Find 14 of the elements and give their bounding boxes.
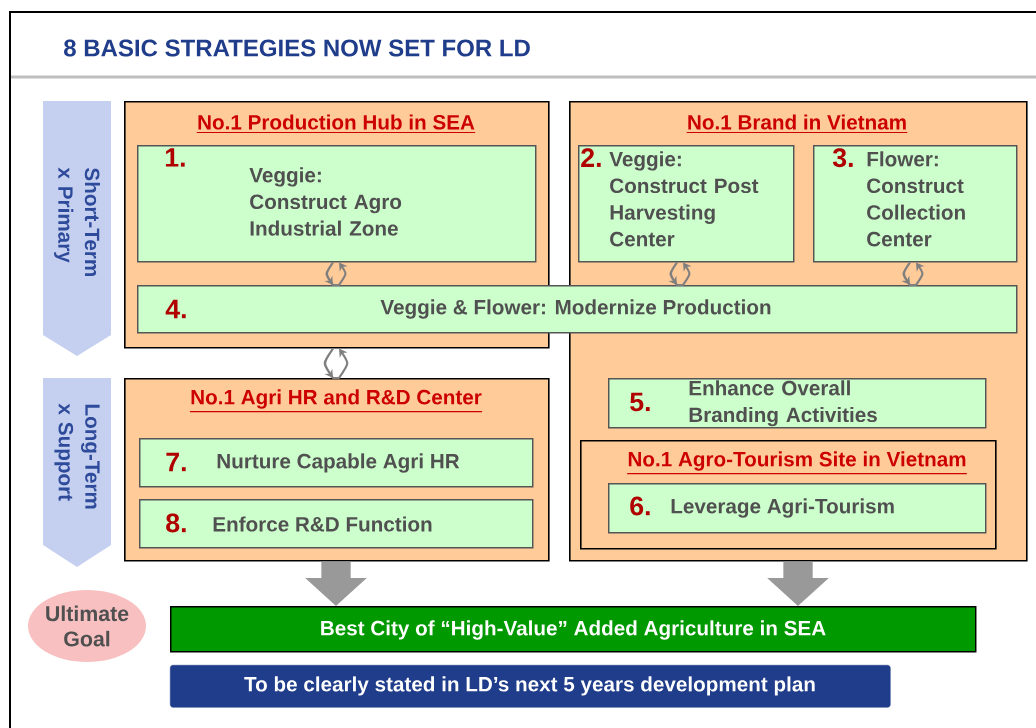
- strategy-box: 7. Nurture Capable Agri HR: [139, 438, 534, 488]
- strategy-box: 6. Leverage Agri-Tourism: [608, 483, 987, 534]
- goal-banner: Best City of “High-Value” Added Agriculture in SEA: [170, 606, 977, 653]
- strategy-box: 5. Enhance Overall Branding Activities: [608, 378, 987, 429]
- cycle-arrow: [323, 347, 349, 380]
- strategy-box: 4. Veggie & Flower: Modernize Production: [137, 285, 1018, 334]
- strategy-box: 8. Enforce R&D Function: [139, 499, 534, 549]
- phase-band: Long-Term x Support: [43, 378, 111, 567]
- note-banner: To be clearly stated in LD’s next 5 years development plan: [170, 665, 891, 708]
- strategy-box: 2. Veggie: Construct Post Harvesting Center: [578, 145, 795, 263]
- strategy-box: 1. Veggie: Construct Agro Industrial Zone: [137, 145, 537, 263]
- phase-band: Short-Term x Primary: [43, 101, 111, 356]
- strategy-box: 3. Flower: Construct Collection Center: [813, 145, 1018, 263]
- slide-title: 8 BASIC STRATEGIES NOW SET FOR LD: [64, 39, 530, 57]
